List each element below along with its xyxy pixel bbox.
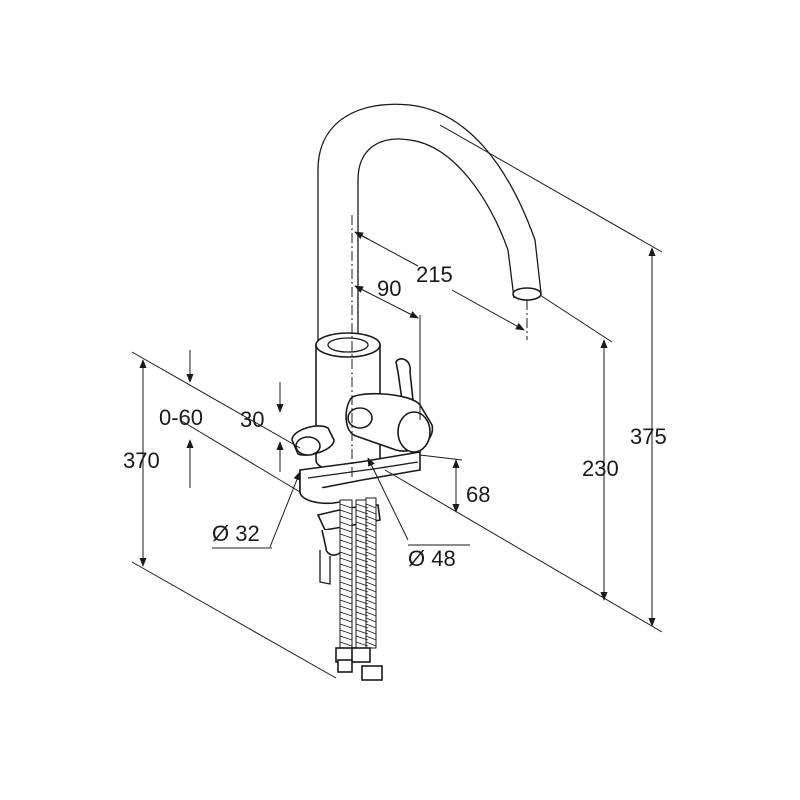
hose-braid-mark: [365, 575, 377, 581]
hose-braid-mark: [339, 587, 353, 593]
hose-braid-mark: [355, 527, 369, 533]
hose-braid-mark: [355, 629, 369, 635]
hose-braid-mark: [339, 605, 353, 611]
hose-braid-mark: [355, 515, 369, 521]
hose-braid-mark: [365, 533, 377, 539]
dimension-lines: [139, 231, 656, 627]
supply-hoses: [335, 497, 383, 681]
dimension-labels: 215 90 0-60 30 370 230 375 68 Ø 32 Ø 48: [123, 262, 667, 571]
hose-braid-mark: [365, 551, 377, 557]
hose-braid-mark: [365, 521, 377, 527]
hose-braid-mark: [355, 581, 369, 587]
label-handle-height: 30: [240, 407, 264, 432]
hose-braid-mark: [365, 629, 377, 635]
hose-braid-mark: [365, 563, 377, 569]
hose-braid-mark: [365, 587, 377, 593]
hose-braid-mark: [355, 509, 369, 515]
hose-braid-mark: [365, 593, 377, 599]
hose-braid-mark: [355, 587, 369, 593]
hose-braid-mark: [355, 599, 369, 605]
hose-braid-mark: [339, 503, 353, 509]
label-lever-swing-height: 0-60: [159, 405, 203, 430]
hose-braid-mark: [365, 509, 377, 515]
hose-braid-mark: [355, 557, 369, 563]
hose-braid-mark: [339, 509, 353, 515]
hose-braid-mark: [355, 551, 369, 557]
hose-braid-mark: [365, 605, 377, 611]
hose-braid-mark: [339, 551, 353, 557]
hose-braid-mark: [365, 641, 377, 647]
spout-outer: [317, 103, 542, 345]
hose-braid-mark: [365, 569, 377, 575]
hose-braid-mark: [339, 563, 353, 569]
hose-braid-mark: [365, 545, 377, 551]
label-outlet-height: 230: [582, 456, 619, 481]
hose-braid-mark: [339, 635, 353, 641]
hose-braid-mark: [355, 605, 369, 611]
hose-braid-mark: [339, 611, 353, 617]
hose-braid-mark: [365, 635, 377, 641]
hose-braid-mark: [365, 599, 377, 605]
label-mount-range: 370: [123, 448, 160, 473]
hose-braid-mark: [339, 575, 353, 581]
hose-braid-mark: [355, 641, 369, 647]
hose-braid-mark: [339, 569, 353, 575]
label-hole-diameter: Ø 32: [212, 521, 260, 546]
hose-braid-mark: [355, 533, 369, 539]
hose-braid-mark: [355, 563, 369, 569]
faucet-body: [291, 103, 542, 681]
hose-braid-mark: [339, 557, 353, 563]
hose-braid-mark: [355, 617, 369, 623]
hose-braid-mark: [339, 641, 353, 647]
hose-braid-mark: [355, 539, 369, 545]
hose-braid-mark: [339, 581, 353, 587]
hose-braid-mark: [339, 533, 353, 539]
label-base-height: 68: [466, 482, 490, 507]
hose-braid-mark: [365, 515, 377, 521]
hose-braid-mark: [365, 527, 377, 533]
hose-braid-mark: [365, 623, 377, 629]
hose-braid-mark: [365, 539, 377, 545]
label-base-diameter: Ø 48: [408, 546, 456, 571]
hose-braid-mark: [339, 623, 353, 629]
hose-braid-mark: [339, 515, 353, 521]
hose-braid-mark: [355, 521, 369, 527]
hose-braid-mark: [339, 521, 353, 527]
hose-braid-mark: [339, 539, 353, 545]
hose-braid-mark: [339, 599, 353, 605]
spout-outlet: [512, 287, 542, 301]
hose-braid-mark: [365, 617, 377, 623]
hose-braid-mark: [355, 623, 369, 629]
hose-braid-mark: [355, 569, 369, 575]
hose-braid-mark: [339, 593, 353, 599]
hose-braid-mark: [339, 629, 353, 635]
label-total-height: 375: [630, 424, 667, 449]
hose-braid-mark: [355, 611, 369, 617]
spout-inner: [357, 138, 515, 345]
hose-braid-mark: [355, 575, 369, 581]
hose-braid-mark: [365, 503, 377, 509]
hose-braid-mark: [355, 593, 369, 599]
hose-braid-mark: [365, 557, 377, 563]
label-spout-reach: 215: [416, 262, 453, 287]
hose-braid-mark: [339, 527, 353, 533]
hose-braid-mark: [355, 545, 369, 551]
hose-braid-mark: [365, 581, 377, 587]
hose-braid-mark: [339, 545, 353, 551]
hose-braid-mark: [339, 617, 353, 623]
extension-lines: [131, 124, 663, 679]
hose-braid-mark: [365, 611, 377, 617]
hose-braid-mark: [355, 635, 369, 641]
hose-braid-mark: [355, 503, 369, 509]
label-spout-offset: 90: [377, 276, 401, 301]
